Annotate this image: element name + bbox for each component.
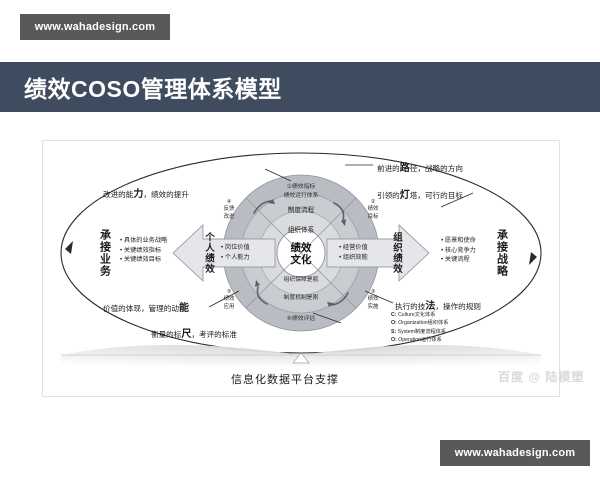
left-bullet-1: 具体的业务战略: [120, 236, 167, 246]
quadrant-3: ③ 绩效 实施: [359, 289, 387, 311]
left-arrow-bullet-2: 个人能力: [221, 253, 250, 263]
quadrant-2-num: ②: [370, 199, 376, 205]
legend-key-o1: O:: [391, 320, 397, 327]
callout-bottom-right: 执行的技法，操作的规则: [395, 301, 481, 312]
legend-term-operation: Operation: [398, 337, 422, 344]
quadrant-3-line1: 绩效: [367, 296, 379, 303]
callout-top-right: 前进的路径，战略的方向: [377, 163, 463, 174]
right-bullet-1: 愿景和使命: [441, 236, 476, 246]
base-platform-label: 信息化数据平台支撑: [231, 374, 339, 386]
legend-item-culture: C: Culture文化体系: [391, 311, 448, 319]
legend-cn-culture: 文化体系: [414, 312, 436, 318]
quadrant-4-line1: 反馈: [223, 206, 235, 213]
right-arrow-bullet-1: 经营价值: [339, 243, 368, 253]
ring-outer-bottom-label: ⑥绩效评估: [286, 316, 316, 322]
right-arrow-bullets: 经营价值 组织效能: [339, 243, 368, 262]
callout-right-upper: 引领的灯塔，可行的目标: [377, 190, 463, 201]
ring-outer-top-number: ①绩效指标: [286, 184, 316, 190]
quadrant-3-line2: 实施: [367, 303, 379, 310]
quadrant-3-num: ③: [370, 289, 376, 295]
core-label: 绩效 文化: [281, 242, 321, 266]
left-bullet-list: 具体的业务战略 关键绩效指标 关键绩效目标: [120, 236, 167, 265]
title-band: 绩效COSO管理体系模型: [0, 62, 600, 112]
quadrant-4: ④ 反馈 改进: [215, 199, 243, 221]
core-label-line1: 绩效: [290, 242, 312, 254]
watermark-top-text: www.wahadesign.com: [34, 21, 156, 33]
legend-key-o2: O:: [391, 337, 397, 344]
ring-outer-top-label: 绩效运行体系: [283, 193, 319, 199]
legend-item-operation: O: Operation运行体系: [391, 336, 448, 344]
callout-bottom-left: 价值的体现，管理的动能: [103, 303, 189, 314]
legend-list: C: Culture文化体系 O: Organization组织体系 S: Sy…: [391, 311, 448, 345]
page-title: 绩效COSO管理体系模型: [24, 76, 282, 102]
legend-key-s: S:: [391, 328, 397, 335]
right-bullet-2: 核心竞争力: [441, 246, 476, 256]
quadrant-4-line2: 改进: [223, 213, 235, 220]
watermark-bottom-text: www.wahadesign.com: [454, 447, 576, 459]
quadrant-2: ② 绩效 目标: [359, 199, 387, 221]
diagram-vector: [60, 152, 542, 371]
callout-bottom-left-2: 衡量的标尺，考评的标准: [151, 329, 237, 340]
ring-system-top-label: 制度流程: [287, 207, 315, 214]
right-bullet-list: 愿景和使命 核心竞争力 关键流程: [441, 236, 476, 265]
overlay-watermark: 百度 @ 陆模塑: [498, 370, 585, 384]
quadrant-5-line2: 应用: [223, 303, 235, 310]
quadrant-5-num: ⑤: [226, 289, 232, 295]
ring-org-bottom-label: 组织保障是瓶: [283, 277, 319, 283]
diagram-canvas: 承接业务 承接战略 具体的业务战略 关键绩效指标 关键绩效目标 愿景和使命 核心…: [42, 140, 560, 397]
legend-key-c: C:: [391, 312, 397, 318]
core-label-line2: 文化: [290, 254, 312, 267]
legend-cn-organization: 组织体系: [427, 320, 449, 327]
legend-cn-system: 制度流程体系: [414, 328, 447, 335]
left-arrow-bullets: 岗位价值 个人能力: [221, 243, 250, 262]
left-arrow-bullet-1: 岗位价值: [221, 243, 250, 253]
quadrant-2-line1: 绩效: [367, 206, 379, 213]
watermark-top: www.wahadesign.com: [20, 14, 170, 40]
ring-org-top-label: 组织体系: [287, 227, 315, 234]
right-pillar-label: 承接战略: [495, 229, 508, 277]
legend-term-culture: Culture: [397, 312, 415, 318]
callout-top-left: 改进的能力，绩效的提升: [103, 189, 189, 200]
legend-term-organization: Organization: [398, 320, 428, 327]
quadrant-4-num: ④: [226, 199, 232, 205]
left-bullet-3: 关键绩效目标: [120, 255, 167, 265]
ring-system-bottom-label: 制度机制是刚: [283, 295, 319, 301]
legend-item-organization: O: Organization组织体系: [391, 319, 448, 327]
quadrant-5-line1: 绩效: [223, 296, 235, 303]
left-pillar-label: 承接业务: [98, 229, 111, 277]
right-arrow-bullet-2: 组织效能: [339, 253, 368, 263]
legend-item-system: S: System制度流程体系: [391, 328, 448, 336]
watermark-bottom: www.wahadesign.com: [440, 440, 590, 466]
legend-cn-operation: 运行体系: [421, 337, 442, 344]
legend-term-system: System: [397, 328, 415, 335]
left-bullet-2: 关键绩效指标: [120, 246, 167, 256]
quadrant-5: ⑤ 绩效 应用: [215, 289, 243, 311]
left-arrow-label: 个人绩效: [202, 232, 214, 274]
quadrant-2-line2: 目标: [367, 213, 379, 220]
right-arrow-label: 组织绩效: [390, 232, 402, 274]
right-bullet-3: 关键流程: [441, 255, 476, 265]
